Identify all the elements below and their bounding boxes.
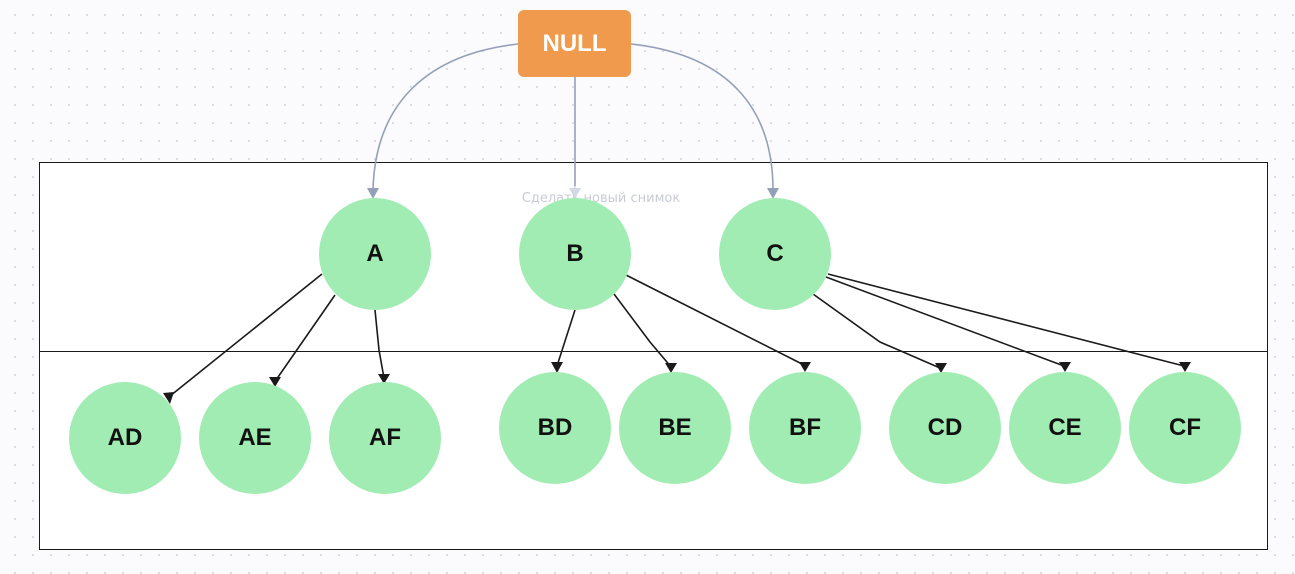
level-divider — [39, 351, 1268, 352]
node-bd[interactable]: BD — [499, 372, 611, 484]
container-frame — [39, 162, 1268, 550]
node-c[interactable]: C — [719, 198, 831, 310]
node-be[interactable]: BE — [619, 372, 731, 484]
node-af[interactable]: AF — [329, 382, 441, 494]
node-bf[interactable]: BF — [749, 372, 861, 484]
node-cf[interactable]: CF — [1129, 372, 1241, 484]
node-ce[interactable]: CE — [1009, 372, 1121, 484]
node-null[interactable]: NULL — [518, 10, 631, 77]
node-ad[interactable]: AD — [69, 382, 181, 494]
node-a[interactable]: A — [319, 198, 431, 310]
node-b[interactable]: B — [519, 198, 631, 310]
node-cd[interactable]: CD — [889, 372, 1001, 484]
node-ae[interactable]: AE — [199, 382, 311, 494]
